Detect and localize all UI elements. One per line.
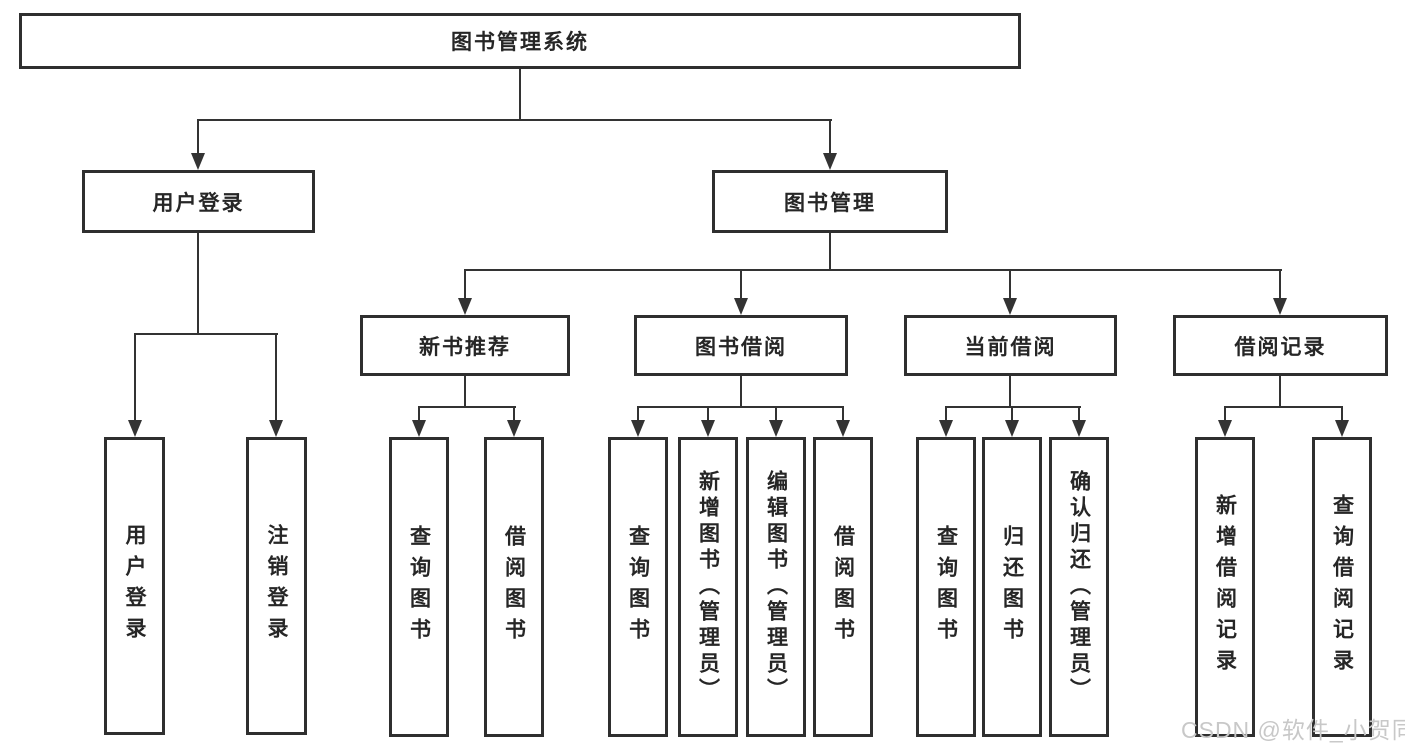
connector-line (945, 406, 1081, 408)
connector-line (197, 233, 199, 335)
leaf-query-books-current: 查询图书 (916, 437, 976, 737)
connector-line (197, 120, 199, 154)
arrow-down-icon (939, 420, 953, 437)
arrow-down-icon (191, 153, 205, 170)
leaf-confirm-return-admin: 确认归还（管理员） (1049, 437, 1109, 737)
connector-line (197, 119, 832, 121)
leaf-add-borrow-record: 新增借阅记录 (1195, 437, 1255, 737)
connector-line (513, 407, 515, 421)
leaf-query-books-borrowing: 查询图书 (608, 437, 668, 737)
connector-line (1341, 407, 1343, 421)
connector-line (519, 69, 521, 120)
leaf-borrow-books-borrowing: 借阅图书 (813, 437, 873, 737)
leaf-borrow-books-recommend: 借阅图书 (484, 437, 544, 737)
arrow-down-icon (823, 153, 837, 170)
connector-line (829, 120, 831, 154)
arrow-down-icon (734, 298, 748, 315)
connector-line (1279, 376, 1281, 408)
connector-line (707, 407, 709, 421)
node-book-management: 图书管理 (712, 170, 948, 233)
connector-line (1011, 407, 1013, 421)
connector-line (134, 333, 278, 335)
connector-line (464, 270, 466, 299)
node-root: 图书管理系统 (19, 13, 1021, 69)
connector-line (775, 407, 777, 421)
watermark: CSDN @软件_小贺同学 (1181, 717, 1405, 743)
connector-line (829, 233, 831, 271)
arrow-down-icon (412, 420, 426, 437)
connector-line (637, 406, 844, 408)
leaf-user-login: 用户登录 (104, 437, 165, 735)
node-borrow-records: 借阅记录 (1173, 315, 1388, 376)
arrow-down-icon (1003, 298, 1017, 315)
connector-line (275, 334, 277, 421)
arrow-down-icon (769, 420, 783, 437)
connector-line (945, 407, 947, 421)
connector-line (418, 406, 516, 408)
connector-line (1224, 406, 1343, 408)
connector-line (134, 334, 136, 421)
arrow-down-icon (1273, 298, 1287, 315)
connector-line (1009, 270, 1011, 299)
arrow-down-icon (458, 298, 472, 315)
arrow-down-icon (1335, 420, 1349, 437)
arrow-down-icon (507, 420, 521, 437)
node-book-borrowing: 图书借阅 (634, 315, 848, 376)
node-current-borrowing: 当前借阅 (904, 315, 1117, 376)
arrow-down-icon (701, 420, 715, 437)
leaf-query-borrow-record: 查询借阅记录 (1312, 437, 1372, 737)
connector-line (740, 376, 742, 408)
connector-line (1224, 407, 1226, 421)
connector-line (464, 269, 1282, 271)
leaf-add-books-admin: 新增图书（管理员） (678, 437, 738, 737)
leaf-query-books-recommend: 查询图书 (389, 437, 449, 737)
connector-line (1279, 270, 1281, 299)
connector-line (637, 407, 639, 421)
arrow-down-icon (631, 420, 645, 437)
connector-line (418, 407, 420, 421)
arrow-down-icon (836, 420, 850, 437)
arrow-down-icon (1005, 420, 1019, 437)
connector-line (1078, 407, 1080, 421)
connector-line (740, 270, 742, 299)
arrow-down-icon (128, 420, 142, 437)
node-user-login: 用户登录 (82, 170, 315, 233)
leaf-logout: 注销登录 (246, 437, 307, 735)
connector-line (1009, 376, 1011, 408)
arrow-down-icon (1218, 420, 1232, 437)
leaf-return-books: 归还图书 (982, 437, 1042, 737)
node-new-book-recommendation: 新书推荐 (360, 315, 570, 376)
arrow-down-icon (269, 420, 283, 437)
connector-line (464, 376, 466, 408)
leaf-edit-books-admin: 编辑图书（管理员） (746, 437, 806, 737)
connector-line (842, 407, 844, 421)
arrow-down-icon (1072, 420, 1086, 437)
